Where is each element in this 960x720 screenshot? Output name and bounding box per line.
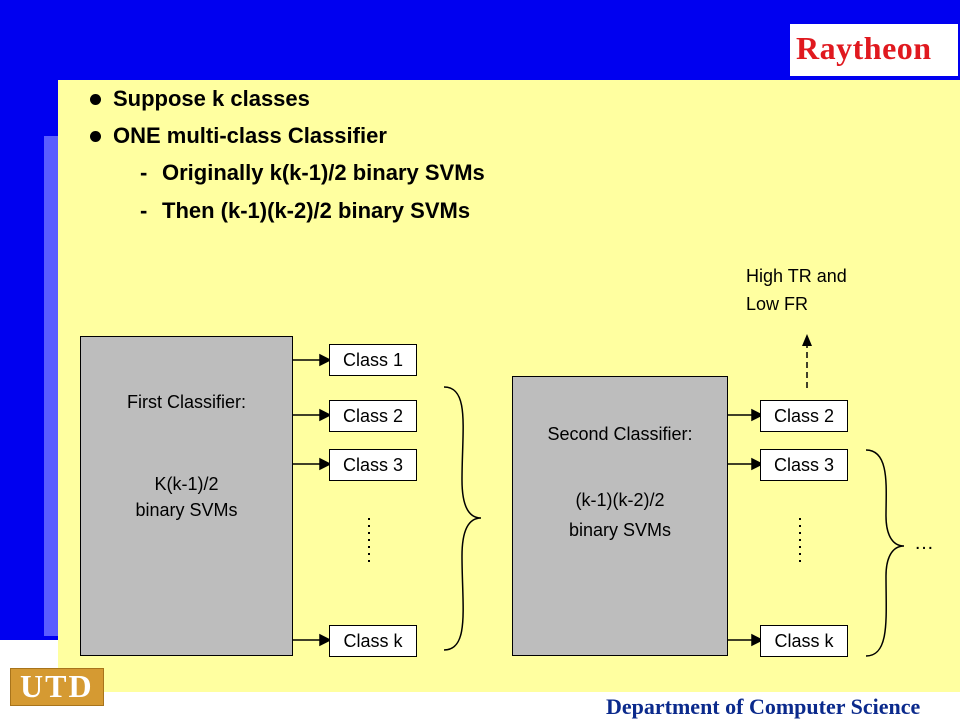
bullet-item: ONE multi-class Classifier <box>90 123 387 149</box>
bullet-item: Suppose k classes <box>90 86 310 112</box>
first-classifier-count: K(k-1)/2 <box>154 474 219 494</box>
class-output-box: Class 3 <box>760 449 848 481</box>
second-classifier-unit: binary SVMs <box>568 520 672 540</box>
bullet-dot-icon <box>90 93 101 105</box>
sub-bullet-text: Originally k(k-1)/2 binary SVMs <box>162 160 485 185</box>
bullet-dot-icon <box>90 130 101 142</box>
class-output-box: Class 1 <box>329 344 417 376</box>
arrow-head <box>319 353 332 367</box>
utd-logo: UTD <box>20 668 94 704</box>
first-classifier-title: First Classifier: <box>126 392 246 412</box>
arrow-head <box>751 457 764 471</box>
class-output-box: Class 2 <box>760 400 848 432</box>
sub-bullet-item: - Originally k(k-1)/2 binary SVMs <box>140 160 485 186</box>
right-brace <box>865 449 905 657</box>
second-classifier-count: (k-1)(k-2)/2 <box>575 490 665 510</box>
arrow-head <box>751 408 764 422</box>
department-footer: Department of Computer Science <box>606 694 921 719</box>
result-note-line1: High TR and <box>746 266 847 286</box>
dash-marker: - <box>140 198 148 223</box>
arrow-head <box>319 633 332 647</box>
arrow-head <box>751 633 764 647</box>
class-output-box: Class k <box>329 625 417 657</box>
dash-marker: - <box>140 160 148 185</box>
arrow-head <box>319 408 332 422</box>
result-note-line2: Low FR <box>746 294 809 314</box>
class-output-box: Class k <box>760 625 848 657</box>
second-classifier-title: Second Classifier: <box>547 424 693 444</box>
bullet-text: ONE multi-class Classifier <box>113 123 387 148</box>
right-brace <box>443 386 482 651</box>
arrow-head <box>802 334 812 346</box>
first-classifier-unit: binary SVMs <box>135 500 238 520</box>
continuation-ellipsis: … <box>914 532 934 554</box>
class-output-box: Class 2 <box>329 400 417 432</box>
first-classifier-box <box>80 336 293 656</box>
second-classifier-box <box>512 376 728 656</box>
arrow-head <box>319 457 332 471</box>
left-accent-strip <box>44 136 58 636</box>
utd-logo-background <box>10 668 104 706</box>
logo-background <box>790 24 958 76</box>
bullet-text: Suppose k classes <box>113 86 310 111</box>
class-output-box: Class 3 <box>329 449 417 481</box>
raytheon-logo: Raytheon <box>796 30 932 66</box>
sub-bullet-text: Then (k-1)(k-2)/2 binary SVMs <box>162 198 471 223</box>
sub-bullet-item: - Then (k-1)(k-2)/2 binary SVMs <box>140 198 470 224</box>
